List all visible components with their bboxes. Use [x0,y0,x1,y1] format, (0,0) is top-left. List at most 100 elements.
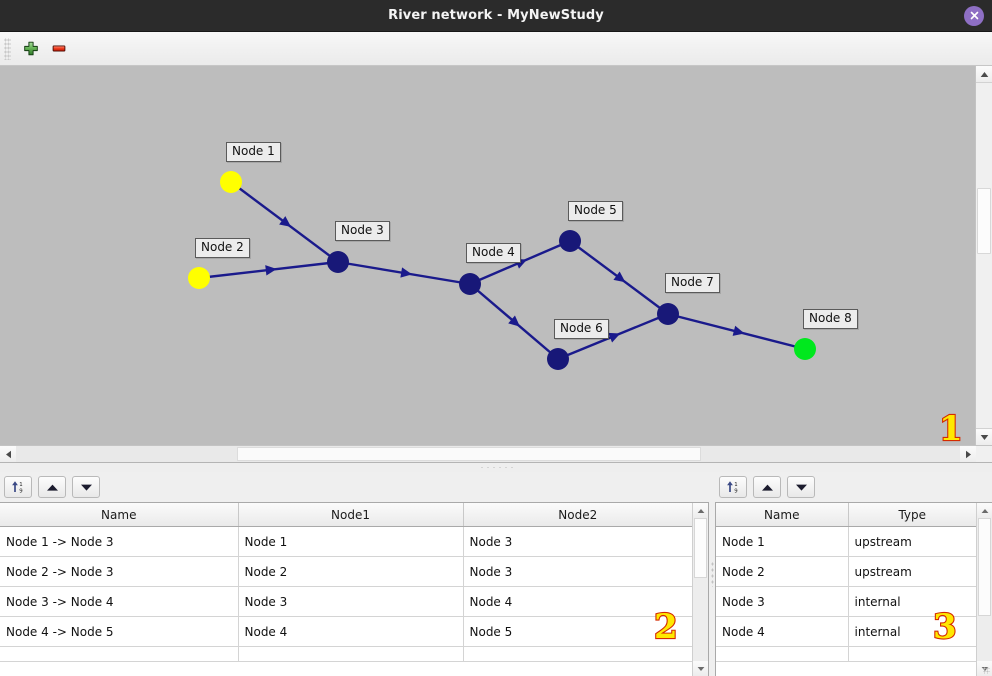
table-cell[interactable]: Node 2 -> Node 3 [0,556,239,587]
delete-node-button[interactable] [45,35,73,63]
graph-scroll-right-button[interactable] [960,446,976,462]
graph-node-node-8[interactable] [794,338,816,360]
graph-scroll-up-button[interactable] [976,66,992,83]
table-cell[interactable]: Node 5 [463,616,692,647]
green-plus-icon [24,41,38,56]
graph-node-node-6[interactable] [547,348,569,370]
reaches-scroll-thumb[interactable] [694,518,707,578]
table-cell[interactable]: upstream [848,526,976,557]
edge-arrow-icon [265,265,277,276]
reaches-column-header-node2[interactable]: Node2 [463,503,692,527]
reaches-table-scrollbar[interactable] [692,503,708,676]
resize-grip[interactable] [983,667,990,674]
node-label-node-6[interactable]: Node 6 [554,319,609,339]
graph-node-node-1[interactable] [220,171,242,193]
graph-scroll-down-button[interactable] [976,428,992,445]
reaches-column-header-name[interactable]: Name [0,503,239,527]
table-cell[interactable]: Node 3 [463,556,692,587]
toolbar-grip[interactable] [4,37,11,60]
annotation-2: 2 [653,607,679,647]
nodes-table-scrollbar[interactable] [976,503,992,676]
table-cell[interactable]: Node 2 [716,556,849,587]
nodes-scroll-track[interactable] [977,518,992,661]
table-cell[interactable] [848,646,976,662]
graph-vertical-scrollbar[interactable] [975,66,992,445]
node-label-node-1[interactable]: Node 1 [226,142,281,162]
reaches-move-up-button[interactable] [38,476,66,498]
node-label-node-8[interactable]: Node 8 [803,309,858,329]
nodes-column-header-type[interactable]: Type [848,503,976,527]
table-cell[interactable]: Node 3 -> Node 4 [0,586,239,617]
table-cell[interactable]: Node 2 [238,556,464,587]
table-cell[interactable] [0,646,239,662]
vertical-splitter-grip [710,561,714,587]
triangle-right-icon [965,450,971,458]
network-canvas[interactable]: Node 1 Node 2 Node 3 Node 4 Node 5 Node 6 Node… [0,66,975,445]
table-row[interactable] [716,646,976,662]
node-label-node-4[interactable]: Node 4 [466,243,521,263]
table-cell[interactable]: internal [848,616,976,647]
nodes-sort-button[interactable]: 1 9 [719,476,747,498]
table-cell[interactable]: internal [848,586,976,617]
table-cell[interactable]: Node 4 -> Node 5 [0,616,239,647]
graph-vscroll-track[interactable] [976,83,992,428]
table-row[interactable] [0,646,692,662]
sort-ascending-icon: 1 9 [12,481,23,494]
graph-node-node-4[interactable] [459,273,481,295]
reaches-sort-button[interactable]: 1 9 [4,476,32,498]
graph-node-node-7[interactable] [657,303,679,325]
table-cell[interactable]: upstream [848,556,976,587]
add-node-button[interactable] [17,35,45,63]
reaches-column-header-node1[interactable]: Node1 [238,503,464,527]
reaches-scroll-down-button[interactable] [693,661,708,676]
graph-horizontal-scrollbar[interactable] [0,445,992,462]
reaches-scroll-up-button[interactable] [693,503,708,518]
nodes-scroll-thumb[interactable] [978,518,991,616]
node-label-node-7[interactable]: Node 7 [665,273,720,293]
reaches-scroll-track[interactable] [693,518,708,661]
graph-node-node-5[interactable] [559,230,581,252]
table-cell[interactable]: Node 4 [463,586,692,617]
table-cell[interactable]: Node 3 [716,586,849,617]
graph-node-node-2[interactable] [188,267,210,289]
nodes-column-header-name[interactable]: Name [716,503,849,527]
horizontal-splitter[interactable] [0,462,992,472]
red-minus-icon [52,45,66,52]
table-cell[interactable]: Node 1 -> Node 3 [0,526,239,557]
table-cell[interactable] [463,646,692,662]
node-label-node-2[interactable]: Node 2 [195,238,250,258]
graph-hscroll-thumb[interactable] [237,447,701,461]
table-cell[interactable]: Node 4 [238,616,464,647]
graph-scroll-left-button[interactable] [0,446,16,462]
graph-vscroll-thumb[interactable] [977,188,991,254]
nodes-move-down-button[interactable] [787,476,815,498]
node-label-node-3[interactable]: Node 3 [335,221,390,241]
table-cell[interactable] [716,646,849,662]
vertical-splitter[interactable] [709,472,715,676]
table-cell[interactable] [238,646,464,662]
table-cell[interactable]: Node 1 [716,526,849,557]
table-cell[interactable]: Node 3 [463,526,692,557]
graph-hscroll-track[interactable] [16,446,960,462]
nodes-scroll-up-button[interactable] [977,503,992,518]
reaches-move-down-button[interactable] [72,476,100,498]
table-cell[interactable]: Node 3 [238,586,464,617]
table-cell[interactable]: Node 1 [238,526,464,557]
graph-node-node-3[interactable] [327,251,349,273]
table-cell[interactable]: Node 4 [716,616,849,647]
nodes-move-up-button[interactable] [753,476,781,498]
node-label-node-5[interactable]: Node 5 [568,201,623,221]
close-icon[interactable] [964,5,984,26]
